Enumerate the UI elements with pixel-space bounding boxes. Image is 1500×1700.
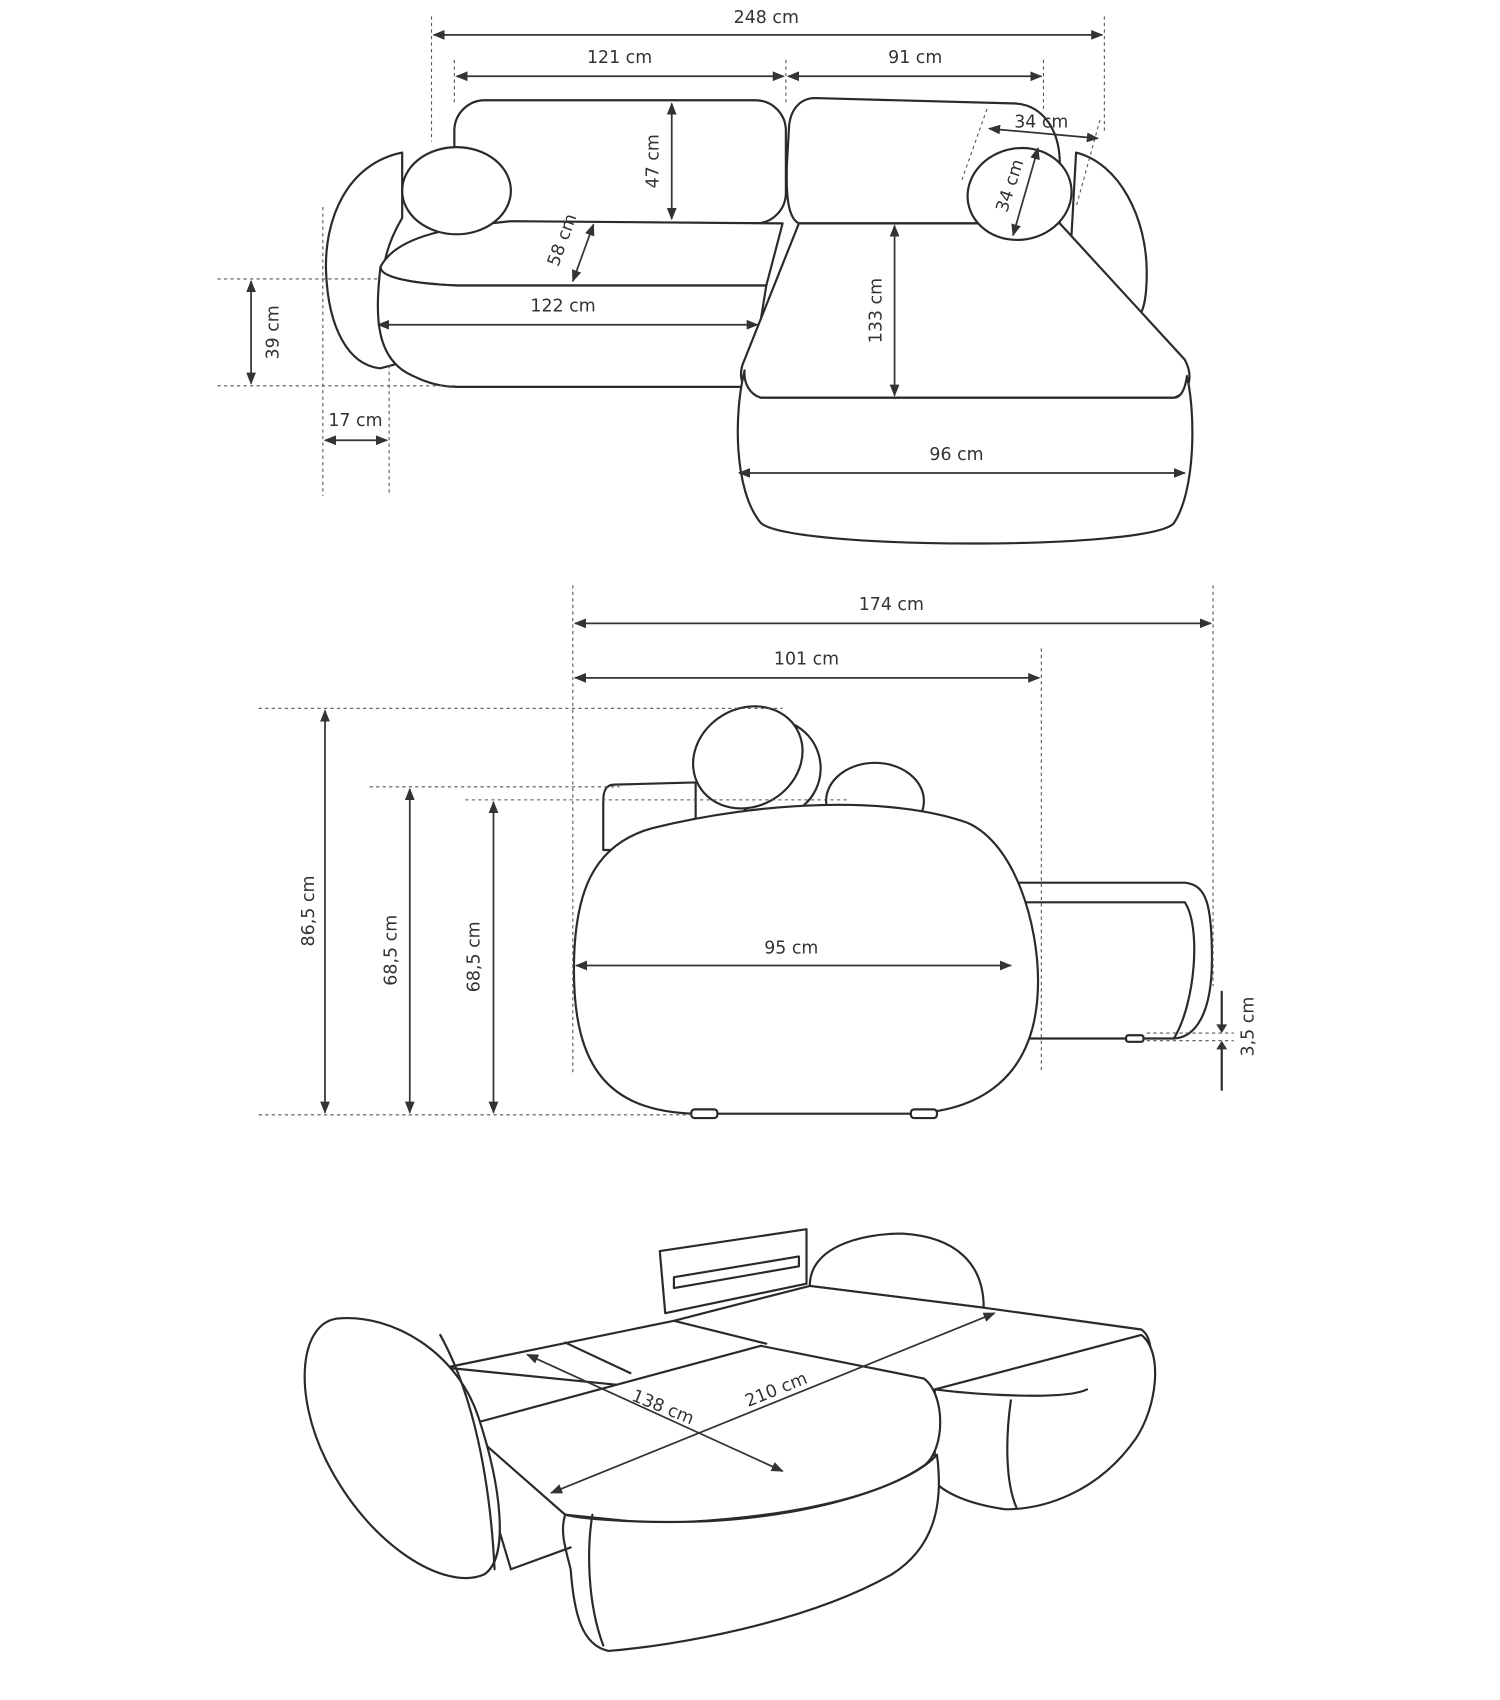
label-left-section-width: 121 cm [587, 48, 652, 68]
label-leg-height: 3,5 cm [1238, 997, 1258, 1057]
label-armrest-height: 39 cm [263, 305, 283, 359]
chaise-back [808, 1232, 985, 1309]
label-seat-section-depth: 101 cm [774, 650, 839, 670]
label-total-depth: 174 cm [859, 595, 924, 615]
label-total-height: 86,5 cm [299, 876, 319, 947]
left-base [376, 265, 768, 388]
label-bolster-length: 34 cm [1014, 112, 1068, 132]
front-body [572, 803, 1040, 1115]
side-view: 174 cm 101 cm 86,5 cm 68,5 cm 68,5 cm 95… [258, 585, 1258, 1120]
label-overall-width: 248 cm [734, 8, 799, 28]
unfolded-armrest [303, 1316, 501, 1580]
label-chaise-width: 96 cm [929, 445, 983, 465]
label-backrest-height: 47 cm [644, 134, 664, 188]
label-armrest-width: 17 cm [328, 411, 382, 431]
bed-view: 138 cm 210 cm [303, 1228, 1157, 1653]
left-bolster [401, 146, 512, 236]
chaise-side [1009, 881, 1214, 1040]
bed-front-base [561, 1453, 940, 1653]
label-front-width: 95 cm [764, 939, 818, 959]
headboard-slot [672, 1255, 800, 1290]
foot-left [690, 1108, 719, 1120]
label-arm-height: 68,5 cm [464, 921, 484, 992]
chaise-base [736, 369, 1194, 545]
top-view: 248 cm 121 cm 91 cm 34 cm 34 cm 47 cm 58… [217, 8, 1194, 545]
label-right-section-width: 91 cm [888, 48, 942, 68]
foot-chaise [1124, 1034, 1145, 1043]
label-back-height: 68,5 cm [382, 915, 402, 986]
label-seat-width: 122 cm [530, 297, 595, 317]
foot-right [909, 1108, 939, 1120]
label-chaise-length: 133 cm [867, 278, 887, 343]
